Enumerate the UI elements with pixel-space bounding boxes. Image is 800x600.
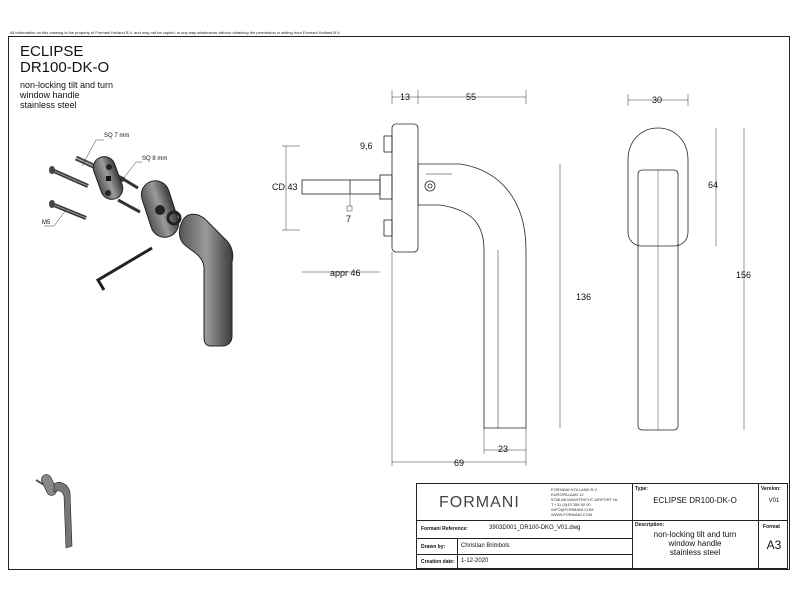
spindle-collar <box>379 174 393 200</box>
version-label: Version: <box>761 486 781 492</box>
product-description-line: non-locking tilt and turn <box>20 80 114 90</box>
format-label: Format <box>763 524 780 530</box>
address-line: T +31 (0)43 358 50 00 <box>551 502 591 507</box>
type-value: ECLIPSE DR100-DK-O <box>653 496 737 505</box>
company-address: FORMANI HOLLAND B.V. EUROPALAAN 12 5768 … <box>551 487 618 517</box>
handle-body <box>178 213 234 347</box>
creation-date-label: Creation date: <box>421 559 455 565</box>
drawing-frame <box>8 36 790 570</box>
front-view-dimensions <box>627 94 745 430</box>
address-line: INFO@FORMANI.COM <box>551 507 594 512</box>
preview-thumbnail <box>35 474 73 549</box>
description-value: non-locking tilt and turn window handle … <box>632 530 758 557</box>
address-line: WWW.FORMANI.COM <box>551 512 593 517</box>
dim-appr46: appr 46 <box>330 268 361 278</box>
screw-short <box>117 174 139 190</box>
reference-label: Formani Reference: <box>421 526 468 532</box>
dim-23: 23 <box>498 444 508 454</box>
rose-outline <box>627 127 689 247</box>
dim-55: 55 <box>466 92 476 102</box>
allen-key <box>95 246 153 291</box>
dim-156: 156 <box>736 270 751 280</box>
base-plate <box>92 156 124 200</box>
rose-plate <box>391 123 419 253</box>
creation-date-value: 1-12-2020 <box>461 558 489 564</box>
label-m5: M5 <box>42 220 51 226</box>
front-view <box>627 127 689 431</box>
format-value: A3 <box>766 538 782 552</box>
version-value: V01 <box>768 498 780 504</box>
product-code: DR100-DK-O <box>20 59 110 76</box>
description-line: window handle <box>668 539 722 548</box>
description-label: Description: <box>635 522 665 528</box>
fixing-boss-upper <box>383 135 393 153</box>
dim-69: 69 <box>454 458 464 468</box>
dim-cd43: CD 43 <box>272 182 298 192</box>
formani-logo: FORMANI <box>439 494 520 511</box>
dim-7: 7 <box>346 214 351 224</box>
product-description-line: stainless steel <box>20 100 77 110</box>
address-line: EUROPALAAN 12 <box>551 492 584 497</box>
label-sq7: SQ 7 mm <box>104 133 129 139</box>
description-line: non-locking tilt and turn <box>653 530 737 539</box>
side-view-dimensions <box>282 90 561 466</box>
type-label: Type: <box>635 486 648 492</box>
dim-64: 64 <box>708 180 718 190</box>
label-sq8: SQ 8 mm <box>142 156 167 162</box>
side-view <box>301 123 527 429</box>
dim-9-6: 9,6 <box>360 141 373 151</box>
cover-cap <box>140 180 180 238</box>
exploded-view: SQ 7 mm SQ 8 mm M5 <box>42 133 234 347</box>
address-line: 5768 AB MAASTRICHT-AIRPORT NL <box>551 497 619 502</box>
screw-short <box>117 198 141 214</box>
copyright-notice: All information on this drawing is the p… <box>10 30 341 35</box>
dim-136: 136 <box>576 292 591 302</box>
product-title-block: ECLIPSE DR100-DK-O non-locking tilt and … <box>20 43 113 111</box>
product-description-line: window handle <box>20 90 80 100</box>
spindle-square <box>301 179 381 195</box>
drawn-by-label: Drawn by: <box>421 544 446 550</box>
address-line: FORMANI HOLLAND B.V. <box>551 487 598 492</box>
spring-ring <box>166 210 182 226</box>
product-series: ECLIPSE <box>20 43 84 60</box>
screw-upper <box>49 166 89 188</box>
screw-lower <box>49 200 87 220</box>
dim-30: 30 <box>652 95 662 105</box>
reference-value: 3903D001_DR100-DKO_V01.dwg <box>489 525 581 531</box>
drawn-by-value: Christian Brimbols <box>461 543 510 549</box>
title-block: FORMANI FORMANI HOLLAND B.V. EUROPALAAN … <box>416 483 788 569</box>
dim-13: 13 <box>400 92 410 102</box>
product-description: non-locking tilt and turn window handle … <box>20 80 113 110</box>
description-line: stainless steel <box>669 548 721 557</box>
fixing-boss-lower <box>383 219 393 237</box>
handle-profile <box>417 163 527 429</box>
